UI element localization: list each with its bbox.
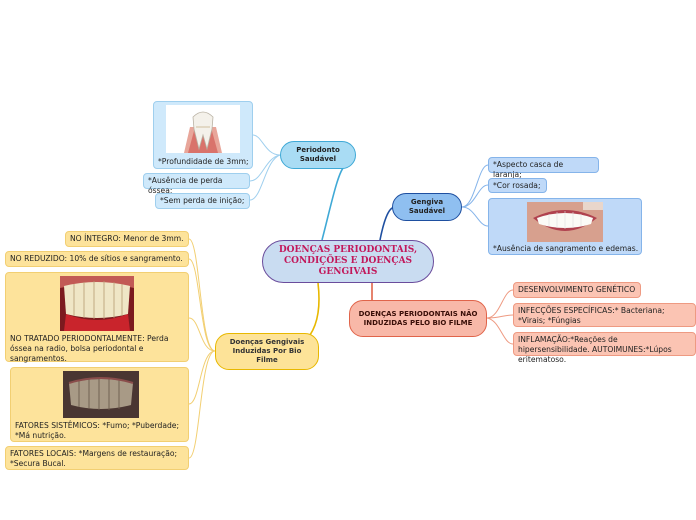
leaf-fatores-sistemicos[interactable]: FATORES SISTÊMICOS: *Fumo; *Puberdade; *…	[10, 367, 189, 442]
central-topic-label: DOENÇAS PERIODONTAIS, CONDIÇÕES E DOENÇA…	[278, 245, 418, 277]
leaf-profundidade[interactable]: *Profundidade de 3mm;	[153, 101, 253, 169]
branch-gengiva-saudavel[interactable]: Gengiva Saudável	[392, 193, 462, 221]
leaf-cor-rosada[interactable]: *Cor rosada;	[488, 178, 547, 193]
branch-gengiva-label: Gengiva Saudável	[408, 198, 446, 215]
branch-induzidas-label: Doenças Gengivais Induzidas Por Bio Film…	[229, 338, 305, 364]
branch-induzidas[interactable]: Doenças Gengivais Induzidas Por Bio Film…	[215, 333, 319, 370]
leaf-aspecto-casca[interactable]: *Aspecto casca de laranja;	[488, 157, 599, 179]
leaf-inflamacao-autoimunes-label: INFLAMAÇÃO:*Reações de hipersensibilidad…	[518, 335, 672, 364]
leaf-no-tratado[interactable]: NO TRATADO PERIODONTALMENTE: Perda óssea…	[5, 272, 189, 363]
leaf-aspecto-casca-label: *Aspecto casca de laranja;	[493, 160, 564, 179]
leaf-ausencia-sangramento[interactable]: *Ausência de sangramento e edemas.	[488, 198, 642, 255]
leaf-profundidade-label: *Profundidade de 3mm;	[158, 157, 249, 166]
leaf-no-integro-label: NO ÍNTEGRO: Menor de 3mm.	[70, 234, 184, 243]
gum-bleeding-photo-image	[60, 276, 134, 331]
leaf-no-reduzido-label: NO REDUZIDO: 10% de sítios e sangramento…	[10, 254, 183, 263]
branch-periodonto-label: Periodonto Saudável	[296, 146, 340, 163]
leaf-fatores-locais[interactable]: FATORES LOCAIS: *Margens de restauração;…	[5, 446, 189, 470]
leaf-fatores-sistemicos-label: FATORES SISTÊMICOS: *Fumo; *Puberdade; *…	[15, 421, 180, 440]
smile-photo-image	[527, 202, 603, 242]
leaf-desenvolvimento-genetico-label: DESENVOLVIMENTO GENÉTICO	[518, 285, 636, 294]
leaf-cor-rosada-label: *Cor rosada;	[493, 181, 541, 190]
leaf-ausencia-perda-ossea-label: *Ausência de perda óssea;	[148, 176, 223, 195]
branch-periodonto-saudavel[interactable]: Periodonto Saudável	[280, 141, 356, 169]
leaf-fatores-locais-label: FATORES LOCAIS: *Margens de restauração;…	[10, 449, 178, 468]
leaf-ausencia-sangramento-label: *Ausência de sangramento e edemas.	[493, 244, 639, 253]
leaf-no-tratado-label: NO TRATADO PERIODONTALMENTE: Perda óssea…	[10, 334, 169, 363]
leaf-infeccoes-especificas-label: INFECÇÕES ESPECÍFICAS:* Bacteriana; *Vir…	[518, 306, 665, 325]
leaf-infeccoes-especificas[interactable]: INFECÇÕES ESPECÍFICAS:* Bacteriana; *Vir…	[513, 303, 696, 327]
central-topic[interactable]: DOENÇAS PERIODONTAIS, CONDIÇÕES E DOENÇA…	[262, 240, 434, 283]
branch-nao-induzidas[interactable]: DOENÇAS PERIODONTAIS NÃO INDUZIDAS PELO …	[349, 300, 487, 337]
leaf-ausencia-perda-ossea[interactable]: *Ausência de perda óssea;	[143, 173, 250, 195]
branch-nao-induzidas-label: DOENÇAS PERIODONTAIS NÃO INDUZIDAS PELO …	[358, 309, 478, 327]
tooth-illustration-image	[166, 105, 240, 153]
leaf-no-reduzido[interactable]: NO REDUZIDO: 10% de sítios e sangramento…	[5, 251, 189, 267]
leaf-desenvolvimento-genetico[interactable]: DESENVOLVIMENTO GENÉTICO	[513, 282, 641, 298]
leaf-sem-perda-incicao[interactable]: *Sem perda de inição;	[155, 193, 250, 209]
leaf-no-integro[interactable]: NO ÍNTEGRO: Menor de 3mm.	[65, 231, 189, 247]
leaf-sem-perda-incicao-label: *Sem perda de inição;	[160, 196, 245, 205]
teeth-staining-photo-image	[63, 371, 139, 418]
leaf-inflamacao-autoimunes[interactable]: INFLAMAÇÃO:*Reações de hipersensibilidad…	[513, 332, 696, 364]
